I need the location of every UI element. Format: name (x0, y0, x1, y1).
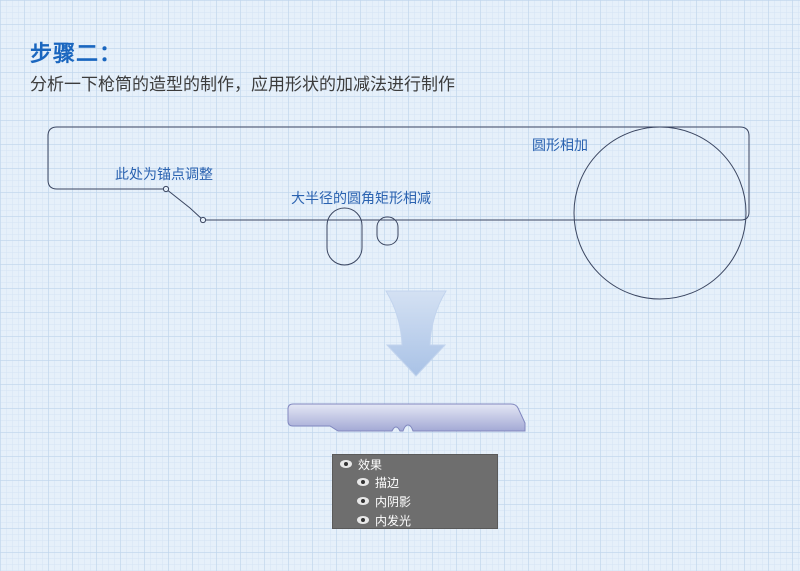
subtract-rounded-rect-small (376, 216, 399, 246)
effect-row-effects[interactable]: 效果 (340, 455, 382, 473)
effect-label: 效果 (358, 457, 383, 472)
step-subtitle: 分析一下枪筒的造型的制作，应用形状的加减法进行制作 (30, 75, 455, 95)
subtract-rounded-rect-large (326, 207, 363, 266)
layer-effects-panel: 效果 描边 内阴影 内发光 (332, 454, 498, 529)
effect-label: 内发光 (375, 513, 412, 528)
anchor-annotation: 此处为锚点调整 (115, 167, 213, 183)
anchor-point-1 (162, 185, 170, 193)
anchor-point-2 (199, 216, 207, 224)
step-title: 步骤二： (30, 42, 123, 67)
effect-row-stroke[interactable]: 描边 (357, 473, 399, 491)
effect-label: 内阴影 (375, 494, 412, 509)
effect-row-inner-glow[interactable]: 内发光 (357, 511, 411, 529)
add-circle (573, 126, 747, 300)
effect-label: 描边 (375, 475, 400, 490)
rounded-rect-annotation: 大半径的圆角矩形相减 (291, 191, 431, 207)
circle-annotation: 圆形相加 (532, 138, 588, 154)
eye-icon[interactable] (357, 497, 369, 505)
eye-icon[interactable] (340, 460, 352, 468)
eye-icon[interactable] (357, 478, 369, 486)
barrel-result-shape (287, 403, 526, 432)
down-arrow-icon (385, 290, 447, 377)
barrel-outline-path (47, 126, 750, 221)
eye-icon[interactable] (357, 516, 369, 524)
effect-row-inner-shadow[interactable]: 内阴影 (357, 492, 411, 510)
